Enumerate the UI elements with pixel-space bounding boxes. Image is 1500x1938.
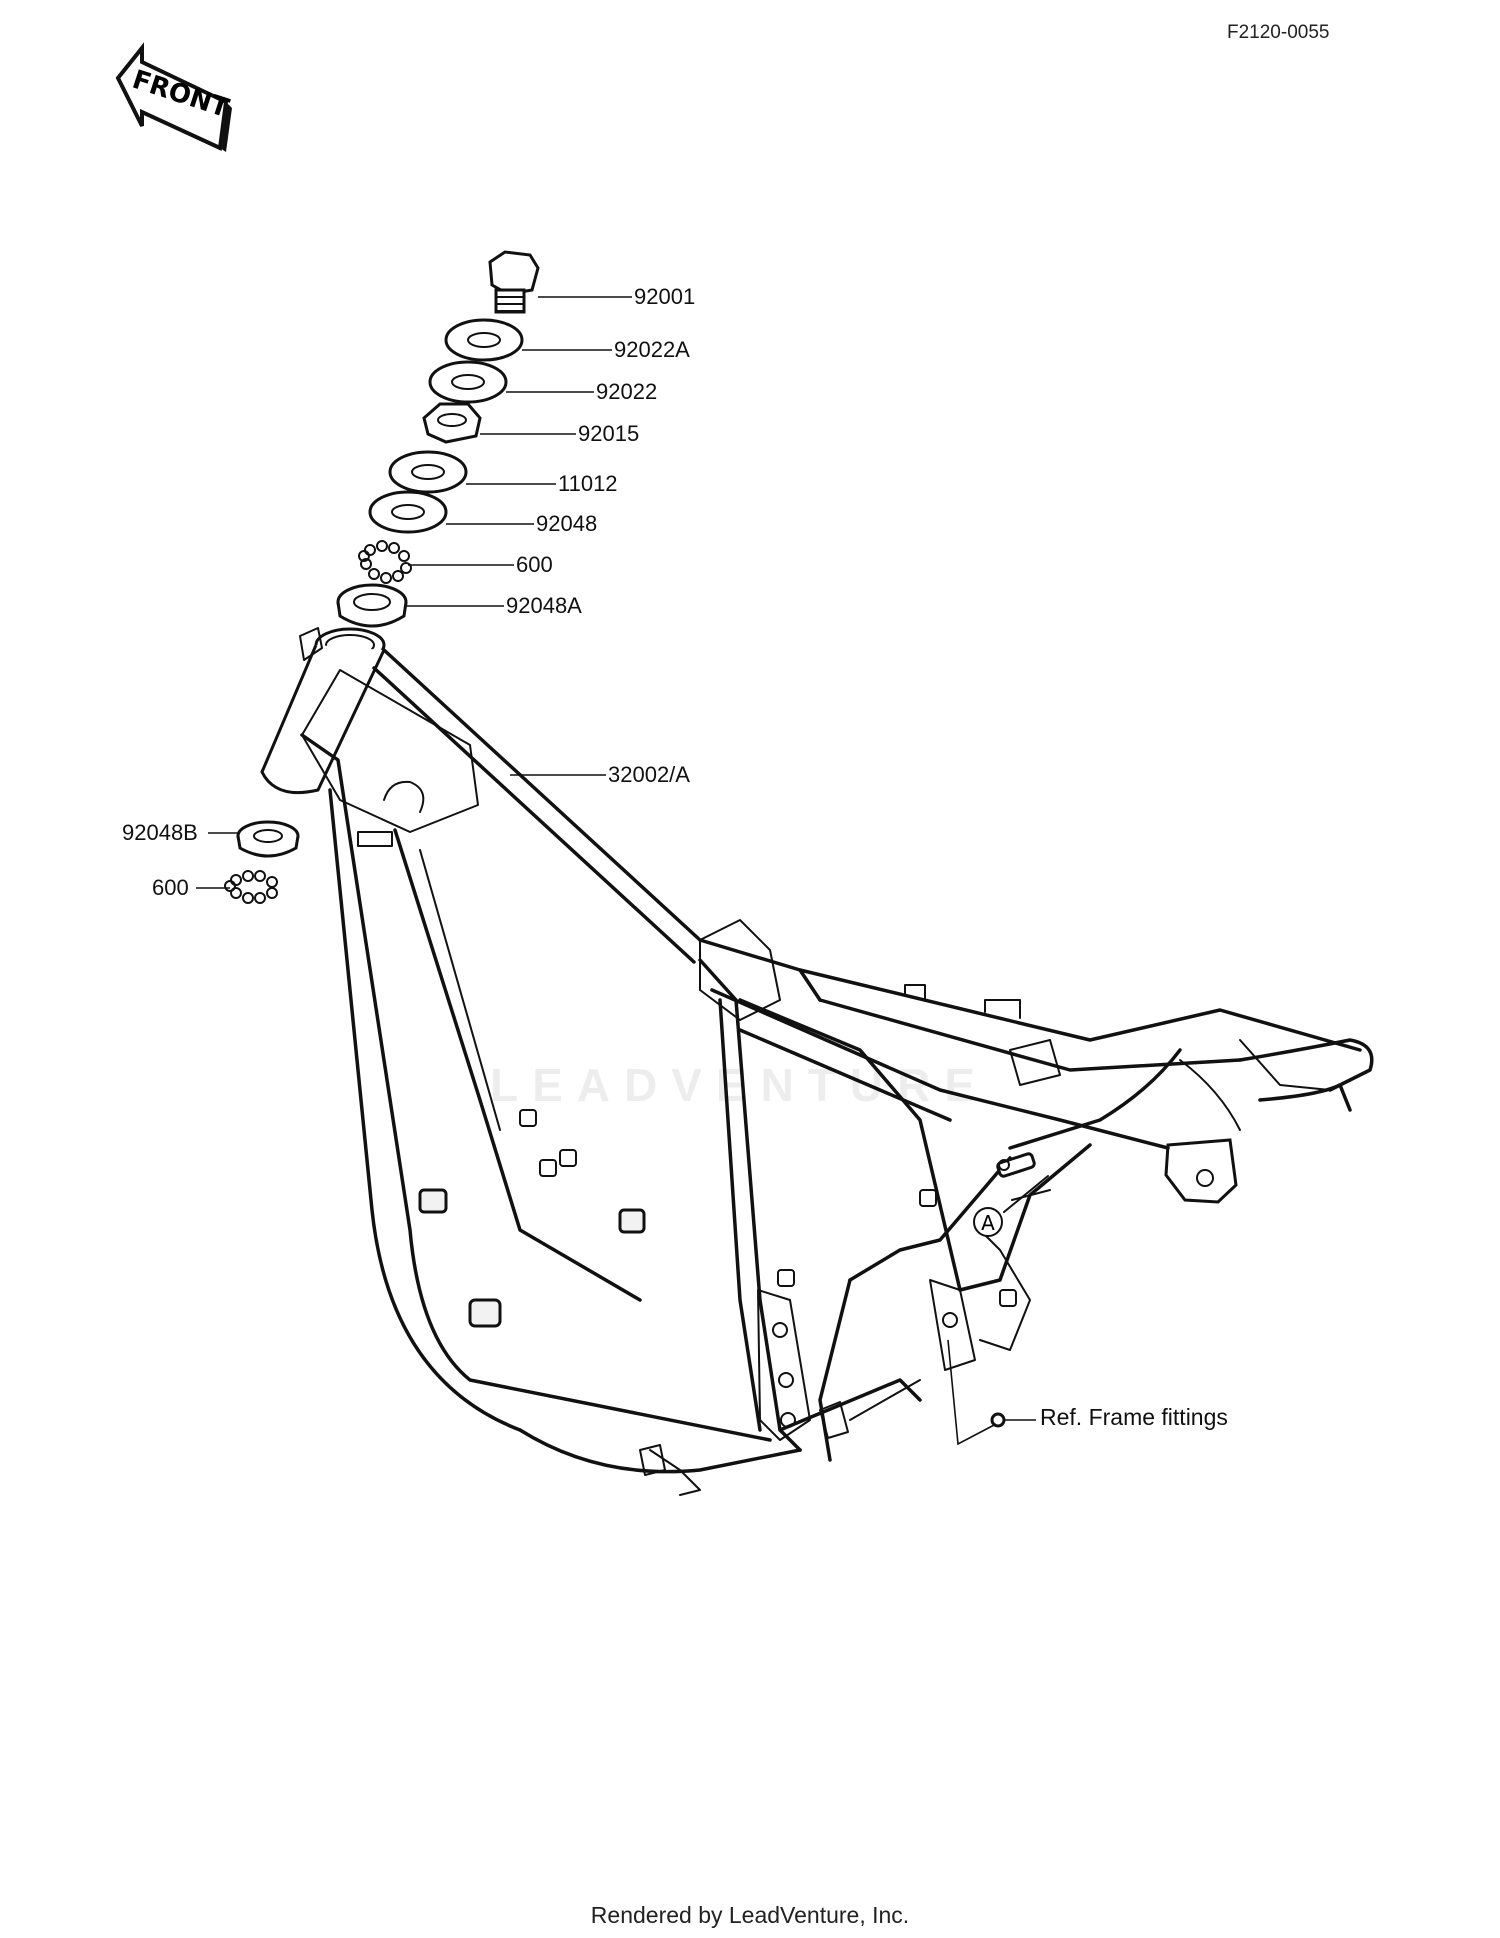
callout-11012: 11012 [558, 471, 618, 496]
motorcycle-frame-32002A: A [260, 627, 1374, 1496]
footer-credit: Rendered by LeadVenture, Inc. [590, 1902, 910, 1928]
document-code: F2120-0055 [1227, 22, 1330, 43]
steel-balls-600-side [224, 870, 278, 904]
callout-leaders [196, 296, 1036, 1446]
bearing-cup-92048A [336, 583, 408, 628]
callout-92001: 92001 [634, 284, 696, 309]
steel-balls-600-top [358, 540, 412, 584]
bearing-race-92048 [368, 490, 448, 534]
callout-92015: 92015 [578, 421, 640, 446]
callout-92048B: 92048B [122, 820, 198, 845]
callout-600-top: 600 [516, 552, 553, 577]
washer-92022A [444, 318, 524, 362]
cone-race-11012 [388, 450, 468, 494]
callout-32002A: 32002/A [608, 762, 690, 787]
washer-92022 [428, 360, 508, 404]
front-arrow-icon: FRONT [115, 42, 233, 152]
callout-92048: 92048 [536, 511, 598, 536]
stem-nut-92015 [422, 402, 482, 444]
watermark: LEADVENTURE [490, 1059, 990, 1111]
callout-92022: 92022 [596, 379, 658, 404]
stem-bolt-92001 [488, 250, 540, 314]
marker-a-label: A [981, 1211, 995, 1235]
bearing-cup-92048B [236, 820, 300, 858]
callout-ref-frame-fittings: Ref. Frame fittings [1040, 1404, 1228, 1430]
callout-600-side: 600 [152, 875, 189, 900]
callout-92048A: 92048A [506, 593, 582, 618]
callout-92022A: 92022A [614, 337, 690, 362]
